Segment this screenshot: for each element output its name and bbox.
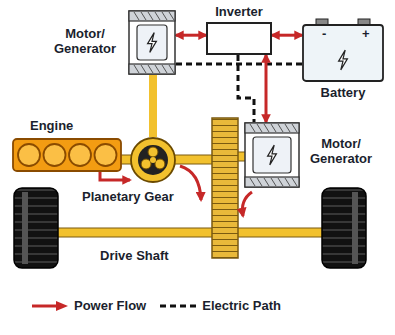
cap-hatch: [162, 65, 167, 73]
battery-shape: [302, 18, 384, 82]
cap-hatch: [271, 124, 276, 132]
legend-item: Power Flow: [30, 298, 146, 313]
cap-hatch: [155, 12, 160, 20]
cap-hatch: [141, 12, 146, 20]
power-flow-arrow: [176, 34, 206, 37]
inverter-box: Inverter: [206, 22, 272, 55]
cap-hatch: [292, 124, 297, 132]
cap-hatch: [250, 178, 255, 186]
wheel: [322, 188, 366, 268]
cap-hatch: [162, 12, 167, 20]
gear-shaft: [174, 155, 214, 164]
cap-hatch: [250, 124, 255, 132]
cap-hatch: [134, 12, 139, 20]
power-flow-arrow: [242, 192, 252, 216]
gear-wheel: [212, 118, 238, 258]
motor-end-cap: [129, 11, 175, 21]
power-flow-sample: [30, 300, 70, 312]
motor-generator-shape: [128, 10, 176, 75]
shaft-link: [149, 75, 157, 137]
power-flow-arrow: [272, 34, 302, 37]
electric-path-sample: [158, 300, 198, 312]
planet-gear: [155, 159, 165, 169]
planet-gear: [141, 159, 151, 169]
lightning-icon: [268, 145, 277, 165]
cylinder: [44, 144, 66, 166]
planetary-gear: Planetary Gear: [130, 137, 176, 183]
cap-hatch: [257, 178, 262, 186]
cap-hatch: [169, 65, 174, 73]
motor-body: [245, 123, 299, 187]
sun-gear: [150, 157, 156, 163]
ring-gear: [131, 138, 175, 182]
wheel: [14, 188, 58, 268]
legend: Power Flow Electric Path: [30, 298, 293, 313]
motor-end-cap: [245, 177, 299, 187]
motor-generator-shape: [244, 122, 300, 188]
cap-hatch: [264, 124, 269, 132]
motor-generator: Motor/ Generator: [128, 10, 176, 75]
cap-hatch: [278, 178, 283, 186]
node-label: Motor/ Generator: [48, 26, 122, 56]
motor-end-cap: [129, 64, 175, 74]
cap-hatch: [134, 65, 139, 73]
battery-body: [303, 25, 383, 81]
inverter-body: [207, 23, 271, 54]
cap-hatch: [257, 124, 262, 132]
cap-hatch: [292, 178, 297, 186]
cap-hatch: [169, 12, 174, 20]
engine-block: [13, 139, 121, 171]
part-label: Drive Shaft: [100, 248, 169, 263]
terminal-sign: +: [362, 26, 370, 41]
lightning-icon: [148, 33, 157, 53]
motor-generator: Motor/ Generator: [244, 122, 300, 188]
node-label: Inverter: [215, 4, 263, 19]
drive-shaft: [56, 228, 324, 237]
motor-end-cap: [245, 123, 299, 133]
terminal-sign: -: [322, 26, 326, 41]
legend-item: Electric Path: [158, 298, 281, 313]
wheel-rim: [22, 192, 28, 264]
cap-hatch: [264, 178, 269, 186]
cap-hatch: [148, 12, 153, 20]
cylinder: [69, 144, 91, 166]
planet-gear: [148, 147, 158, 157]
cap-hatch: [155, 65, 160, 73]
planetary-gear-shape: [130, 137, 176, 183]
legend-label: Power Flow: [74, 298, 146, 313]
cap-hatch: [271, 178, 276, 186]
node-label: Battery: [321, 85, 366, 100]
wheel-rim: [352, 192, 358, 264]
cap-hatch: [285, 178, 290, 186]
cap-hatch: [141, 65, 146, 73]
motor-window: [253, 137, 291, 173]
inverter-box-shape: [206, 22, 272, 55]
engine: Engine: [12, 138, 122, 172]
lightning-icon: [339, 50, 348, 70]
cylinder: [18, 144, 40, 166]
cylinder: [95, 144, 117, 166]
cap-hatch: [278, 124, 283, 132]
power-flow-arrow: [180, 166, 201, 200]
motor-window: [137, 25, 167, 60]
legend-label: Electric Path: [202, 298, 281, 313]
gear-carrier: [138, 145, 168, 175]
motor-body: [129, 11, 175, 74]
cap-hatch: [148, 65, 153, 73]
battery: Battery: [302, 18, 384, 82]
node-label: Engine: [30, 118, 73, 133]
cap-hatch: [285, 124, 290, 132]
node-label: Motor/ Generator: [304, 136, 378, 166]
electric-path: [238, 55, 254, 122]
node-label: Planetary Gear: [82, 189, 174, 204]
power-flow-arrow: [100, 172, 130, 180]
power-flow-arrow: [265, 55, 268, 122]
engine-shape: [12, 138, 122, 172]
